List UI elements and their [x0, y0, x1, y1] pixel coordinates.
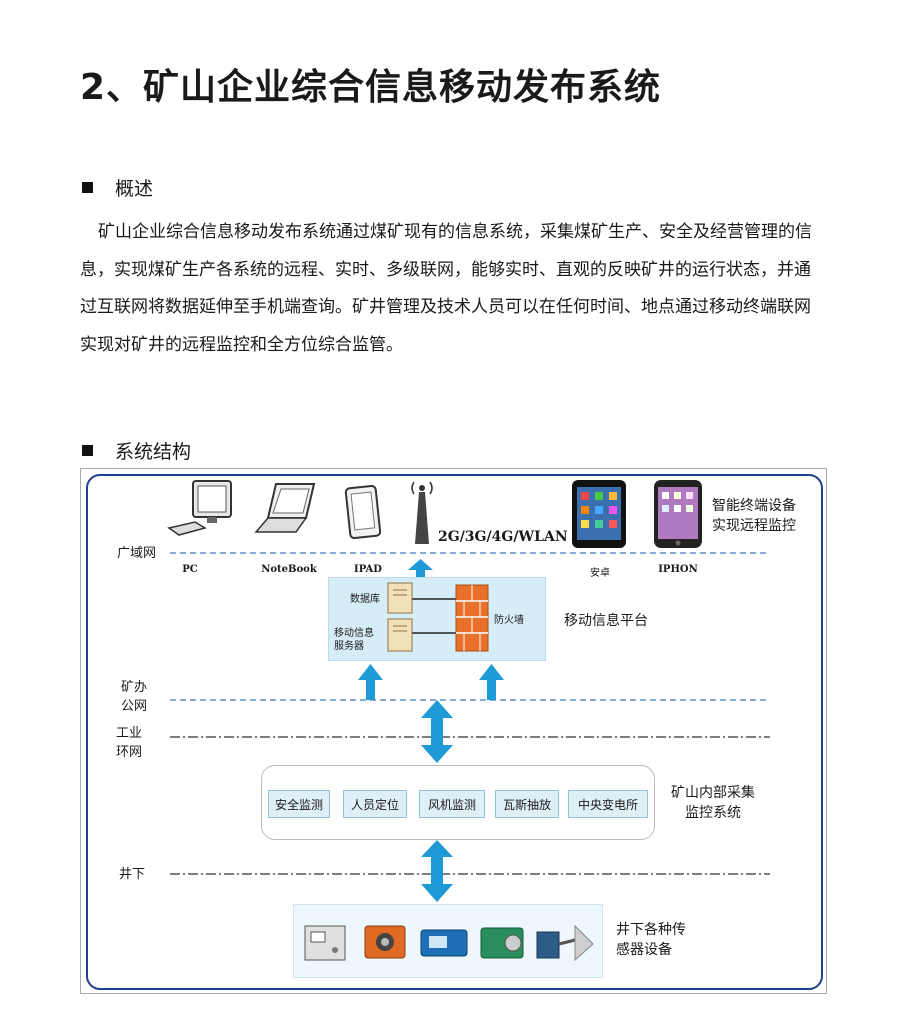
square-bullet-icon	[82, 445, 93, 456]
page-title: 2、矿山企业综合信息移动发布系统	[80, 67, 662, 108]
sensor-orange-icon	[364, 925, 406, 959]
office-network-label: 矿办 公网	[121, 680, 148, 714]
device-caption-ipad: IPAD	[354, 564, 382, 575]
section-heading-structure: 系统结构	[82, 437, 191, 464]
antenna-icon	[411, 481, 433, 544]
square-bullet-icon	[82, 182, 93, 193]
wan-label: 广域网	[117, 546, 157, 561]
app-server-icon	[387, 618, 413, 652]
sensor-box-icon	[304, 925, 346, 961]
collection-item-safety: 安全监测	[268, 790, 330, 818]
sensor-devices	[304, 924, 594, 962]
database-server-icon	[387, 582, 413, 614]
device-caption-notebook: NoteBook	[261, 564, 317, 575]
system-diagram-border	[86, 474, 823, 990]
uplink-arrow-right-icon	[479, 664, 504, 700]
iphone-icon	[654, 480, 702, 548]
structure-heading: 系统结构	[115, 441, 192, 463]
uplink-arrow-icon	[408, 559, 433, 580]
industrial-ring-label: 工业 环网	[116, 726, 143, 760]
collection-item-substation: 中央变电所	[568, 790, 648, 818]
device-caption-iphone: IPHON	[658, 564, 698, 575]
uplink-arrow-left-icon	[358, 664, 383, 700]
android-phone-icon	[572, 480, 626, 548]
notebook-icon	[254, 483, 316, 533]
overview-heading: 概述	[115, 178, 154, 200]
platform-graphics	[387, 582, 489, 652]
pc-icon	[167, 480, 232, 536]
overview-paragraph: 矿山企业综合信息移动发布系统通过煤矿现有的信息系统，采集煤矿生产、安全及经营管理…	[80, 222, 812, 355]
platform-label: 移动信息平台	[564, 613, 648, 629]
sensor-green-icon	[480, 927, 524, 959]
sensor-camera-icon	[536, 924, 594, 962]
ipad-icon	[344, 484, 382, 540]
sensor-blue-icon	[420, 929, 468, 957]
wireless-label: 2G/3G/4G/WLAN	[438, 529, 568, 545]
underground-label: 井下	[119, 867, 146, 882]
mobile-info-platform	[328, 577, 546, 661]
device-caption-pc: PC	[182, 564, 198, 575]
sensor-label: 井下各种传 感器设备	[616, 922, 686, 958]
database-label: 数据库	[350, 594, 380, 605]
device-caption-android: 安卓	[590, 568, 610, 579]
collection-item-gas: 瓦斯抽放	[495, 790, 559, 818]
collection-label: 矿山内部采集 监控系统	[671, 785, 755, 821]
collection-item-fan: 风机监测	[419, 790, 485, 818]
collection-item-personnel: 人员定位	[343, 790, 407, 818]
firewall-label: 防火墙	[494, 615, 524, 626]
terminal-label: 智能终端设备 实现远程监控	[712, 498, 796, 534]
firewall-icon	[455, 584, 489, 652]
bidirectional-arrow-lower-icon	[421, 840, 453, 902]
server-label: 移动信息 服务器	[334, 628, 374, 652]
section-heading-overview: 概述	[82, 174, 153, 201]
bidirectional-arrow-upper-icon	[421, 700, 453, 763]
